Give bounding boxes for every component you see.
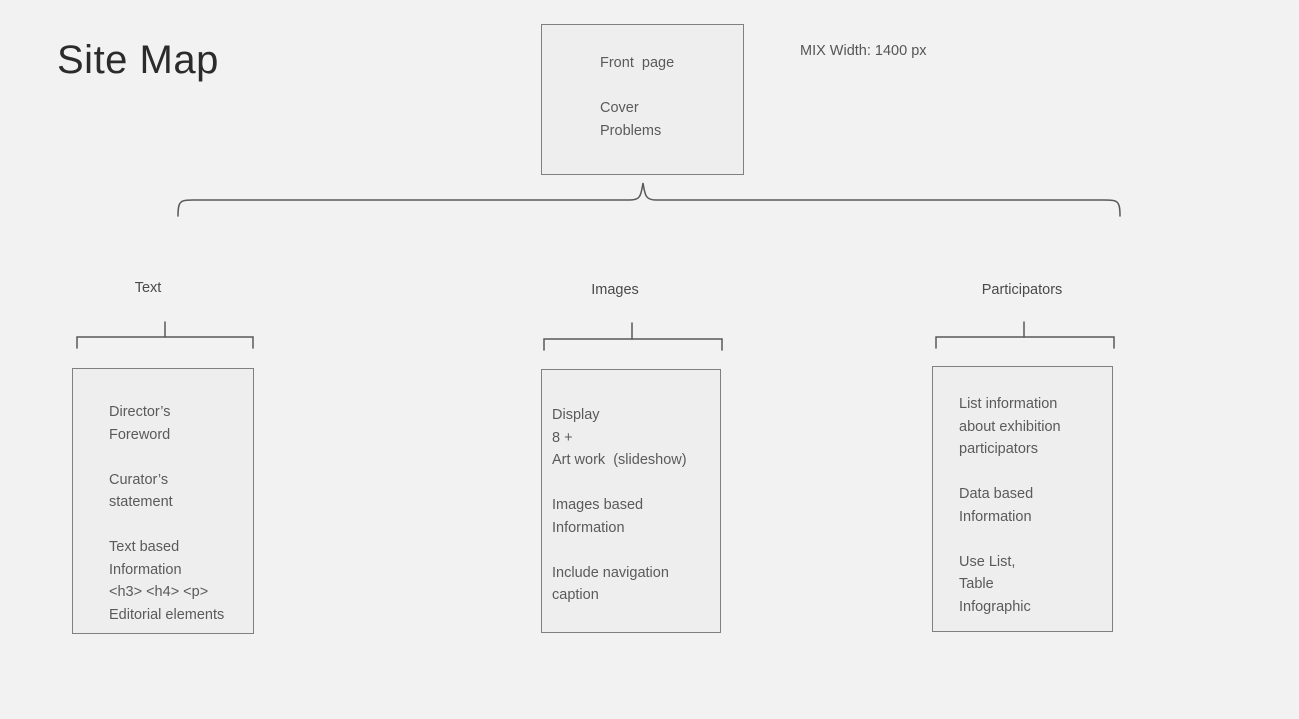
page-title-text: Site Map <box>57 38 219 82</box>
node-participators-details-text: List information about exhibition partic… <box>959 396 1061 615</box>
root-brace-icon <box>177 182 1121 217</box>
node-images-details-text: Display 8 + Art work (slideshow) Images … <box>552 407 687 603</box>
bracket-images-icon <box>543 338 723 351</box>
node-images-details[interactable]: Display 8 + Art work (slideshow) Images … <box>541 369 721 633</box>
bracket-text-icon <box>76 336 254 349</box>
branch-label-images: Images <box>591 282 639 298</box>
node-participators-details[interactable]: List information about exhibition partic… <box>932 366 1113 632</box>
mix-width-note: MIX Width: 1400 px <box>800 43 927 59</box>
bracket-participators-icon <box>935 336 1115 349</box>
node-text-details-text: Director’s Foreword Curator’s statement … <box>109 404 225 623</box>
branch-label-participators: Participators <box>981 282 1063 298</box>
branch-label-text: Text <box>134 280 162 296</box>
node-text-details[interactable]: Director’s Foreword Curator’s statement … <box>72 368 254 634</box>
node-front-page-text: Front page Cover Problems <box>600 55 675 139</box>
node-front-page[interactable]: Front page Cover Problems <box>541 24 744 175</box>
page-title: Site Map <box>57 36 219 84</box>
